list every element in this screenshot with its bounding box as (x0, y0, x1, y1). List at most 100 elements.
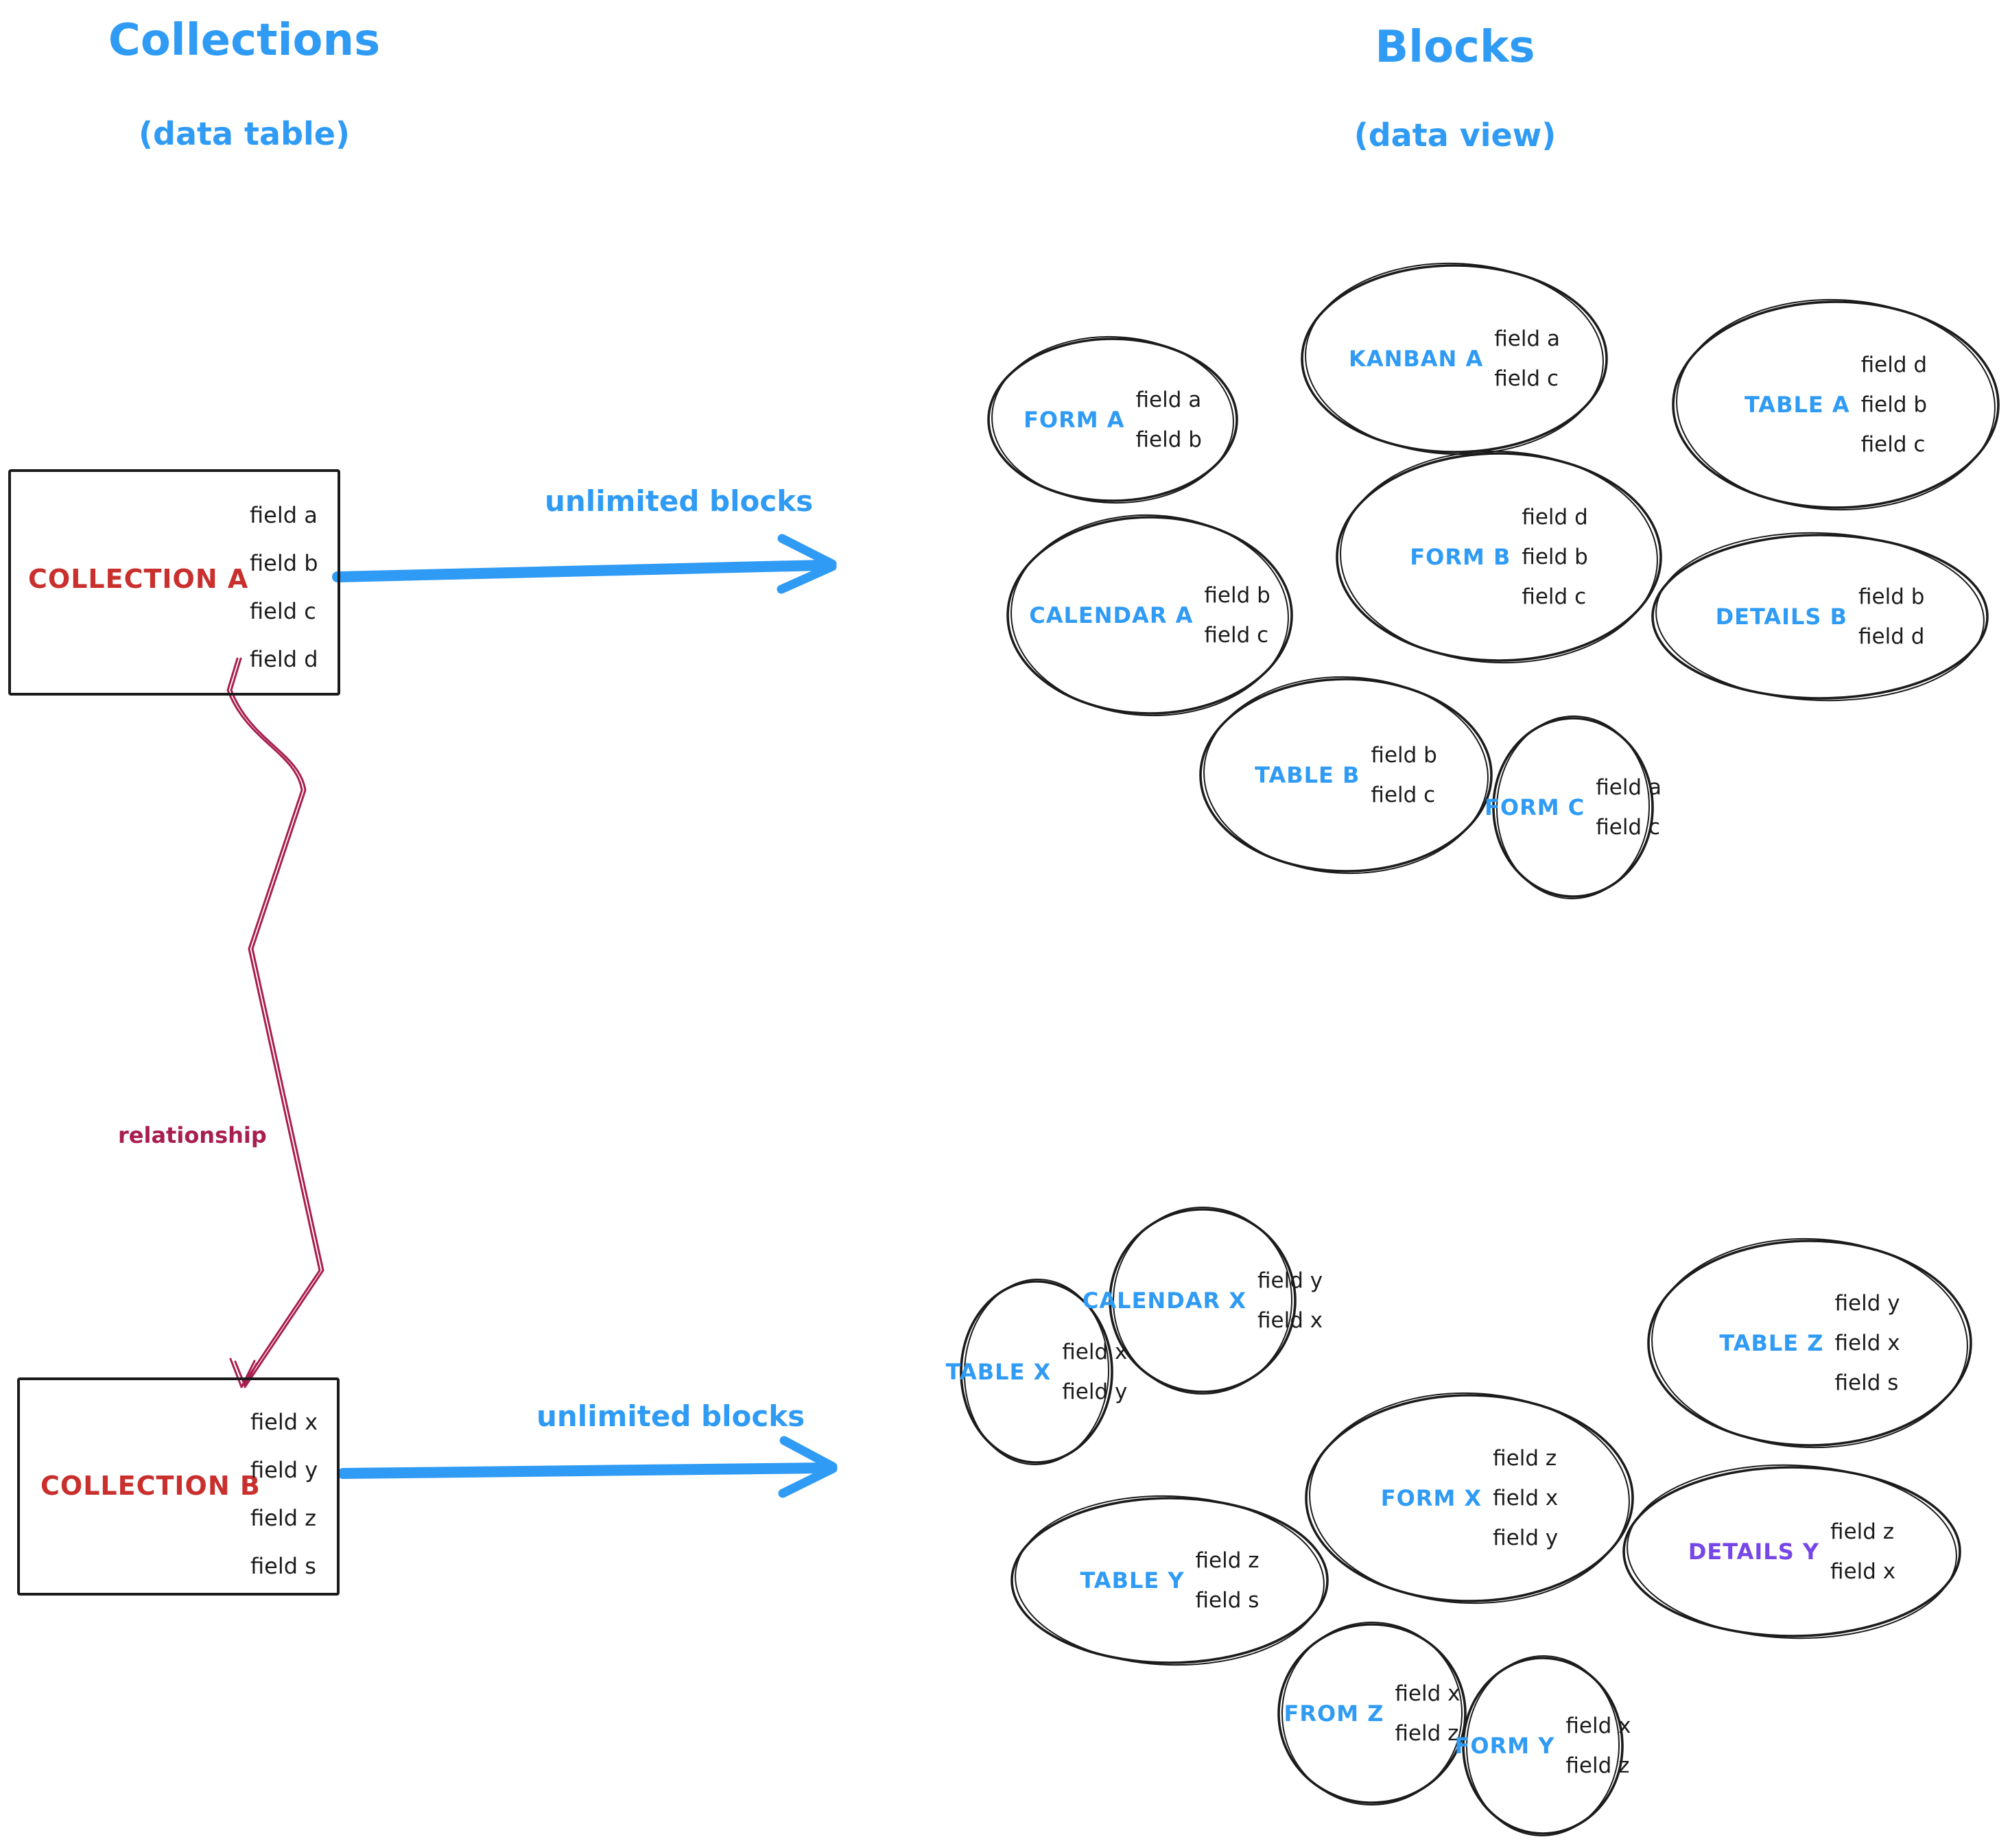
block-fields: field a field b (1136, 380, 1202, 460)
collection-a-fields: field a field b field c field d (250, 491, 318, 683)
collections-subtitle: (data table) (139, 115, 350, 152)
ellipse-table-x (960, 1279, 1113, 1465)
collection-field: field d (250, 646, 318, 672)
block-calendar-a: CALENDAR A field b field c (1008, 517, 1292, 713)
collection-field: field y (250, 1457, 318, 1483)
ellipse-details-y (1622, 1464, 1961, 1639)
block-field: field y (1062, 1379, 1128, 1404)
block-table-y: TABLE Y field z field s (1012, 1498, 1327, 1663)
block-fields: field z field s (1196, 1541, 1260, 1620)
ellipse-details-b (1651, 532, 1989, 702)
block-details-y: DETAILS Y field z field x (1624, 1467, 1960, 1636)
ellipse-from-z (1277, 1622, 1467, 1805)
block-field: field a (1494, 327, 1560, 351)
block-field: field b (1135, 427, 1202, 452)
block-fields: field b field d (1858, 577, 1924, 656)
block-field: field b (1522, 545, 1588, 569)
block-table-b: TABLE B field b field c (1201, 679, 1491, 871)
block-field: field x (1257, 1308, 1323, 1333)
ellipse-form-c (1492, 715, 1654, 899)
block-label: KANBAN A (1349, 346, 1484, 372)
ellipse-form-y (1462, 1655, 1624, 1836)
block-field: field b (1860, 392, 1928, 417)
block-label: CALENDAR A (1029, 602, 1194, 628)
block-field: field s (1195, 1588, 1260, 1613)
block-label: CALENDAR X (1082, 1288, 1246, 1314)
collection-a-name: COLLECTION A (28, 564, 249, 594)
ellipse-calendar-a (1006, 514, 1293, 717)
ellipse-form-a (987, 335, 1238, 504)
block-label: TABLE Z (1719, 1330, 1824, 1356)
blocks-subtitle: (data view) (1353, 117, 1557, 154)
block-field: field b (1371, 743, 1437, 768)
block-field: field s (1834, 1371, 1899, 1395)
block-field: field z (1195, 1548, 1260, 1573)
collection-field: field z (250, 1505, 317, 1531)
block-field: field x (1834, 1331, 1900, 1355)
block-label: TABLE A (1744, 392, 1850, 418)
block-label: FORM B (1410, 544, 1511, 570)
ellipse-table-b (1199, 676, 1493, 875)
block-field: field y (1834, 1291, 1900, 1316)
block-field: field a (1135, 388, 1202, 412)
block-label: FORM C (1485, 794, 1585, 820)
block-label: TABLE B (1255, 762, 1360, 788)
block-field: field c (1494, 366, 1559, 391)
unlimited-blocks-label-a: unlimited blocks (545, 484, 814, 518)
block-field: field c (1204, 623, 1269, 648)
collection-field: field s (250, 1553, 316, 1579)
ellipse-table-a (1672, 298, 2000, 511)
block-field: field y (1493, 1526, 1559, 1550)
block-field: field b (1204, 583, 1270, 608)
collection-b-box: COLLECTION B field x field y field z fie… (17, 1377, 340, 1596)
block-kanban-a: KANBAN A field a field c (1302, 265, 1607, 452)
collection-field: field x (250, 1409, 318, 1435)
block-field: field c (1522, 584, 1587, 609)
block-field: field x (1395, 1681, 1461, 1706)
relationship-label: relationship (118, 1122, 267, 1148)
blocks-title: Blocks (1375, 22, 1535, 73)
block-fields: field a field c (1494, 319, 1560, 399)
ellipse-form-x (1305, 1392, 1634, 1604)
unlimited-blocks-arrow-a (332, 534, 837, 594)
block-field: field y (1257, 1268, 1323, 1293)
block-field: field z (1830, 1519, 1895, 1544)
block-label: DETAILS Y (1688, 1539, 1820, 1565)
block-field: field b (1858, 584, 1925, 609)
block-label: DETAILS B (1715, 604, 1847, 630)
collection-field: field b (250, 550, 318, 576)
block-fields: field b field c (1371, 735, 1436, 815)
block-field: field c (1860, 432, 1926, 457)
block-field: field z (1565, 1753, 1630, 1778)
block-table-z: TABLE Z field y field x field s (1648, 1241, 1971, 1445)
block-field: field x (1830, 1559, 1896, 1584)
block-field: field c (1371, 783, 1436, 807)
block-field: field z (1493, 1446, 1557, 1471)
collection-field: field a (250, 502, 318, 528)
block-label: TABLE X (945, 1359, 1052, 1385)
ellipse-kanban-a (1301, 262, 1608, 455)
unlimited-blocks-arrow-b (338, 1436, 838, 1498)
block-fields: field y field x field s (1835, 1283, 1900, 1403)
collection-a-box: COLLECTION A field a field b field c fie… (8, 469, 340, 696)
block-field: field d (1858, 624, 1925, 649)
ellipse-calendar-x (1109, 1207, 1297, 1395)
ellipse-table-z (1647, 1237, 1972, 1449)
ellipse-form-b (1336, 450, 1662, 664)
block-label: TABLE Y (1080, 1567, 1185, 1594)
